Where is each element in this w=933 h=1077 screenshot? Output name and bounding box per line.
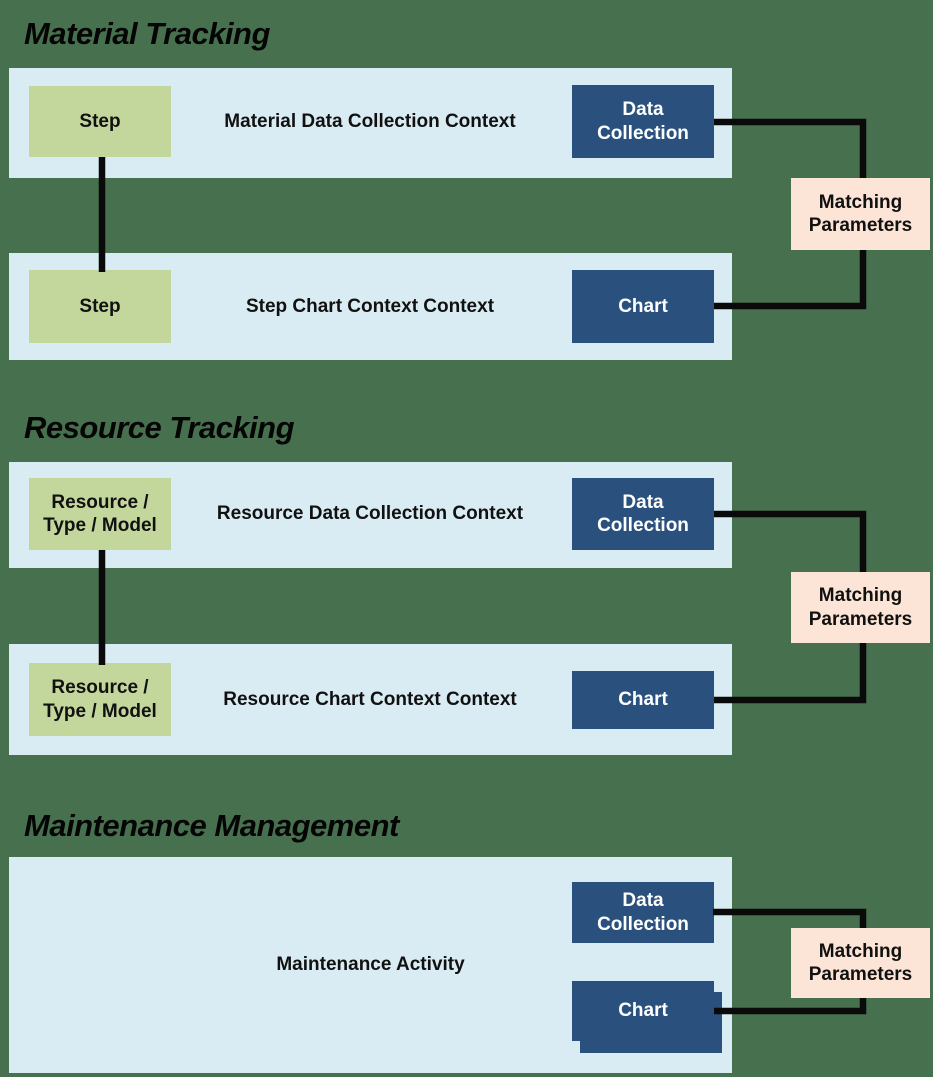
artifact-box-chart-3: Chart [572, 981, 714, 1041]
entity-box-resource-type-model-1: Resource / Type / Model [29, 478, 171, 550]
section-title-material-tracking: Material Tracking [24, 16, 270, 51]
artifact-box-data-collection-3-label: Data Collection [597, 890, 689, 935]
artifact-box-chart-2-label: Chart [618, 689, 668, 711]
artifact-box-data-collection-3: Data Collection [572, 882, 714, 943]
artifact-box-data-collection-1: Data Collection [572, 85, 714, 158]
matching-parameters-box-1: Matching Parameters [791, 178, 930, 250]
entity-box-resource-type-model-2-label: Resource / Type / Model [43, 677, 157, 722]
matching-parameters-box-1-label: Matching Parameters [808, 191, 913, 236]
matching-parameters-box-3: Matching Parameters [791, 928, 930, 998]
artifact-box-chart-1-label: Chart [618, 295, 668, 317]
context-label-step-chart-context: Step Chart Context Context [245, 295, 495, 317]
artifact-box-chart-1: Chart [572, 270, 714, 343]
matching-parameters-box-3-label: Matching Parameters [808, 940, 913, 985]
context-label-resource-chart-context: Resource Chart Context Context [223, 688, 517, 710]
entity-box-step-1-label: Step [79, 110, 121, 132]
matching-parameters-box-2-label: Matching Parameters [808, 585, 913, 630]
context-label-resource-data-collection: Resource Data Collection Context [216, 503, 524, 524]
artifact-box-data-collection-1-label: Data Collection [597, 99, 689, 144]
entity-box-step-2: Step [29, 270, 171, 343]
context-label-material-data-collection: Material Data Collection Context [224, 110, 516, 132]
artifact-box-chart-2: Chart [572, 671, 714, 729]
entity-box-step-1: Step [29, 86, 171, 157]
entity-box-resource-type-model-1-label: Resource / Type / Model [43, 491, 157, 536]
artifact-box-data-collection-2: Data Collection [572, 478, 714, 550]
artifact-box-data-collection-2-label: Data Collection [597, 491, 689, 536]
section-title-resource-tracking: Resource Tracking [24, 410, 295, 445]
section-title-maintenance-management: Maintenance Management [24, 808, 399, 843]
entity-box-resource-type-model-2: Resource / Type / Model [29, 663, 171, 736]
matching-parameters-box-2: Matching Parameters [791, 572, 930, 643]
artifact-box-chart-3-label: Chart [618, 1000, 668, 1022]
context-label-maintenance-activity: Maintenance Activity [276, 954, 465, 975]
entity-box-step-2-label: Step [79, 295, 121, 317]
